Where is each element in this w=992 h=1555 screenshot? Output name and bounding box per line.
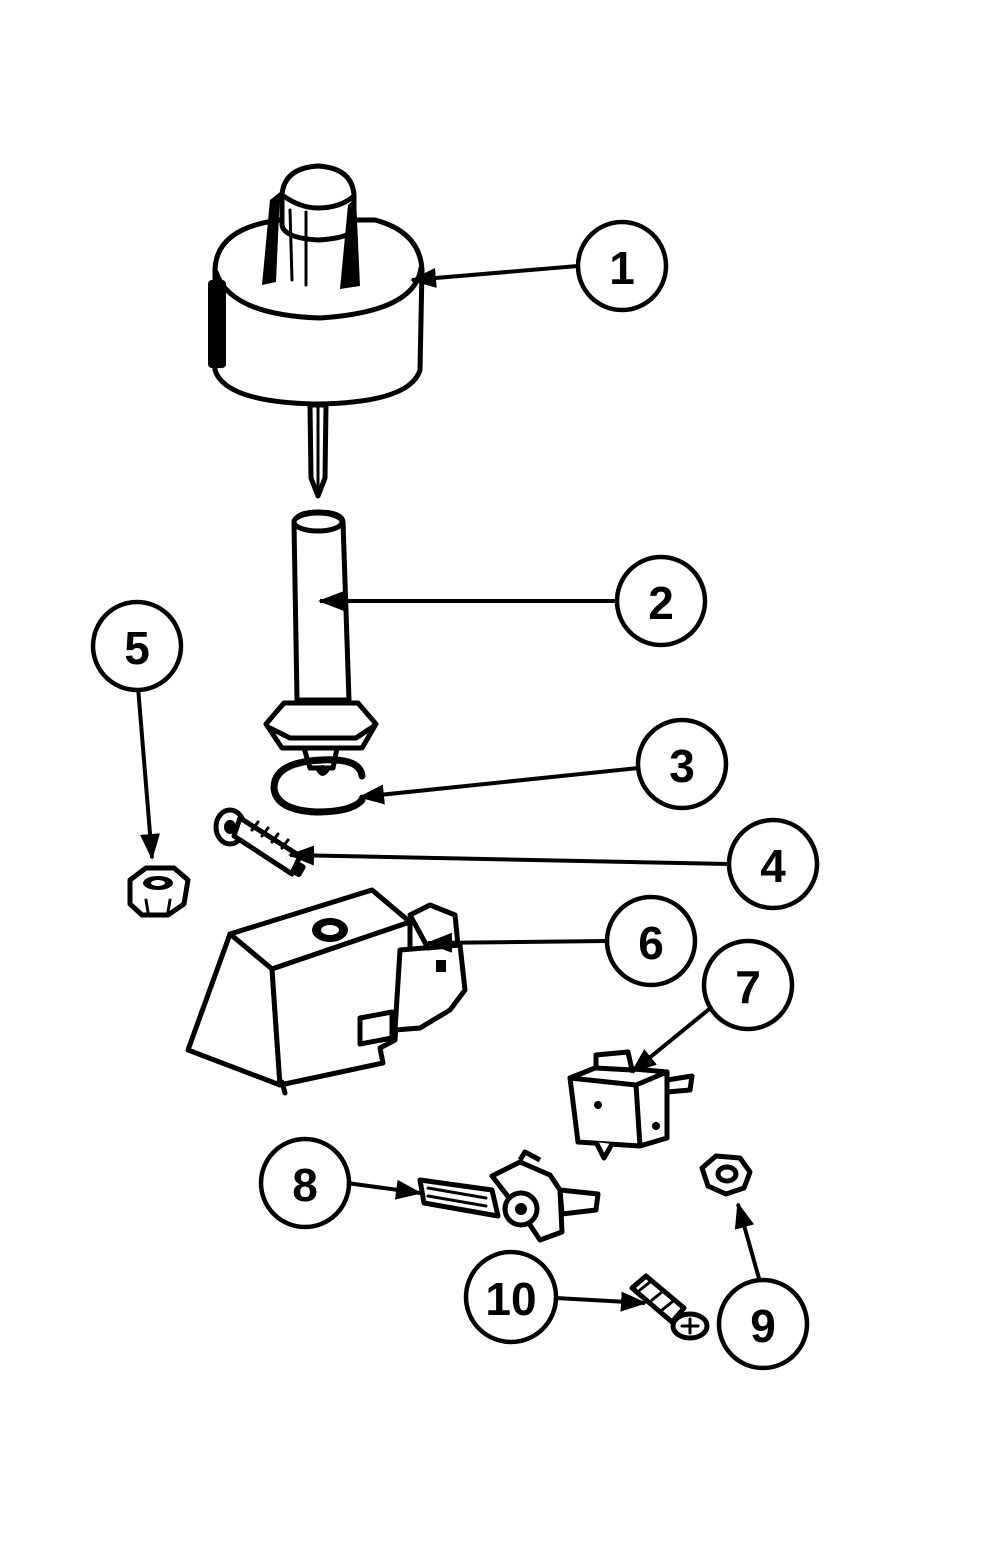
callout-3: 3	[635, 717, 729, 811]
part-3-ring	[270, 756, 366, 816]
callout-10: 10	[463, 1249, 559, 1345]
callout-9-label: 9	[750, 1300, 776, 1352]
part-7-switch	[567, 1049, 695, 1161]
leader-8	[346, 1179, 422, 1200]
part-10-screw	[629, 1273, 710, 1341]
callout-5: 5	[90, 599, 184, 693]
part-5-nut	[127, 865, 191, 918]
callout-5-label: 5	[124, 622, 150, 674]
leader-9	[734, 1202, 762, 1283]
leader-4	[288, 845, 730, 866]
leader-7	[630, 1004, 715, 1074]
leader-3	[358, 766, 639, 805]
part-1-knob	[208, 163, 425, 499]
callout-4-label: 4	[760, 840, 786, 892]
callout-2-label: 2	[648, 577, 674, 629]
part-9-nut	[699, 1153, 753, 1197]
callout-7: 7	[701, 938, 795, 1032]
part-6-housing	[185, 887, 468, 1096]
callout-1: 1	[575, 219, 669, 313]
callout-10-label: 10	[485, 1273, 536, 1325]
callout-7-label: 7	[735, 961, 761, 1013]
leader-6	[426, 932, 608, 953]
callout-1-label: 1	[609, 242, 635, 294]
callout-8-label: 8	[292, 1159, 318, 1211]
leader-1	[410, 264, 579, 288]
callout-6: 6	[604, 894, 698, 988]
callout-4: 4	[726, 817, 820, 911]
callout-2: 2	[614, 554, 708, 648]
part-4-screw	[213, 807, 306, 877]
callout-3-label: 3	[669, 740, 695, 792]
callout-6-label: 6	[638, 917, 664, 969]
leader-10	[555, 1291, 647, 1312]
part-8-lever	[417, 1149, 601, 1243]
leader-5	[136, 686, 161, 860]
callout-9: 9	[716, 1277, 810, 1371]
callout-8: 8	[258, 1136, 352, 1230]
part-2-shaft	[263, 509, 379, 771]
